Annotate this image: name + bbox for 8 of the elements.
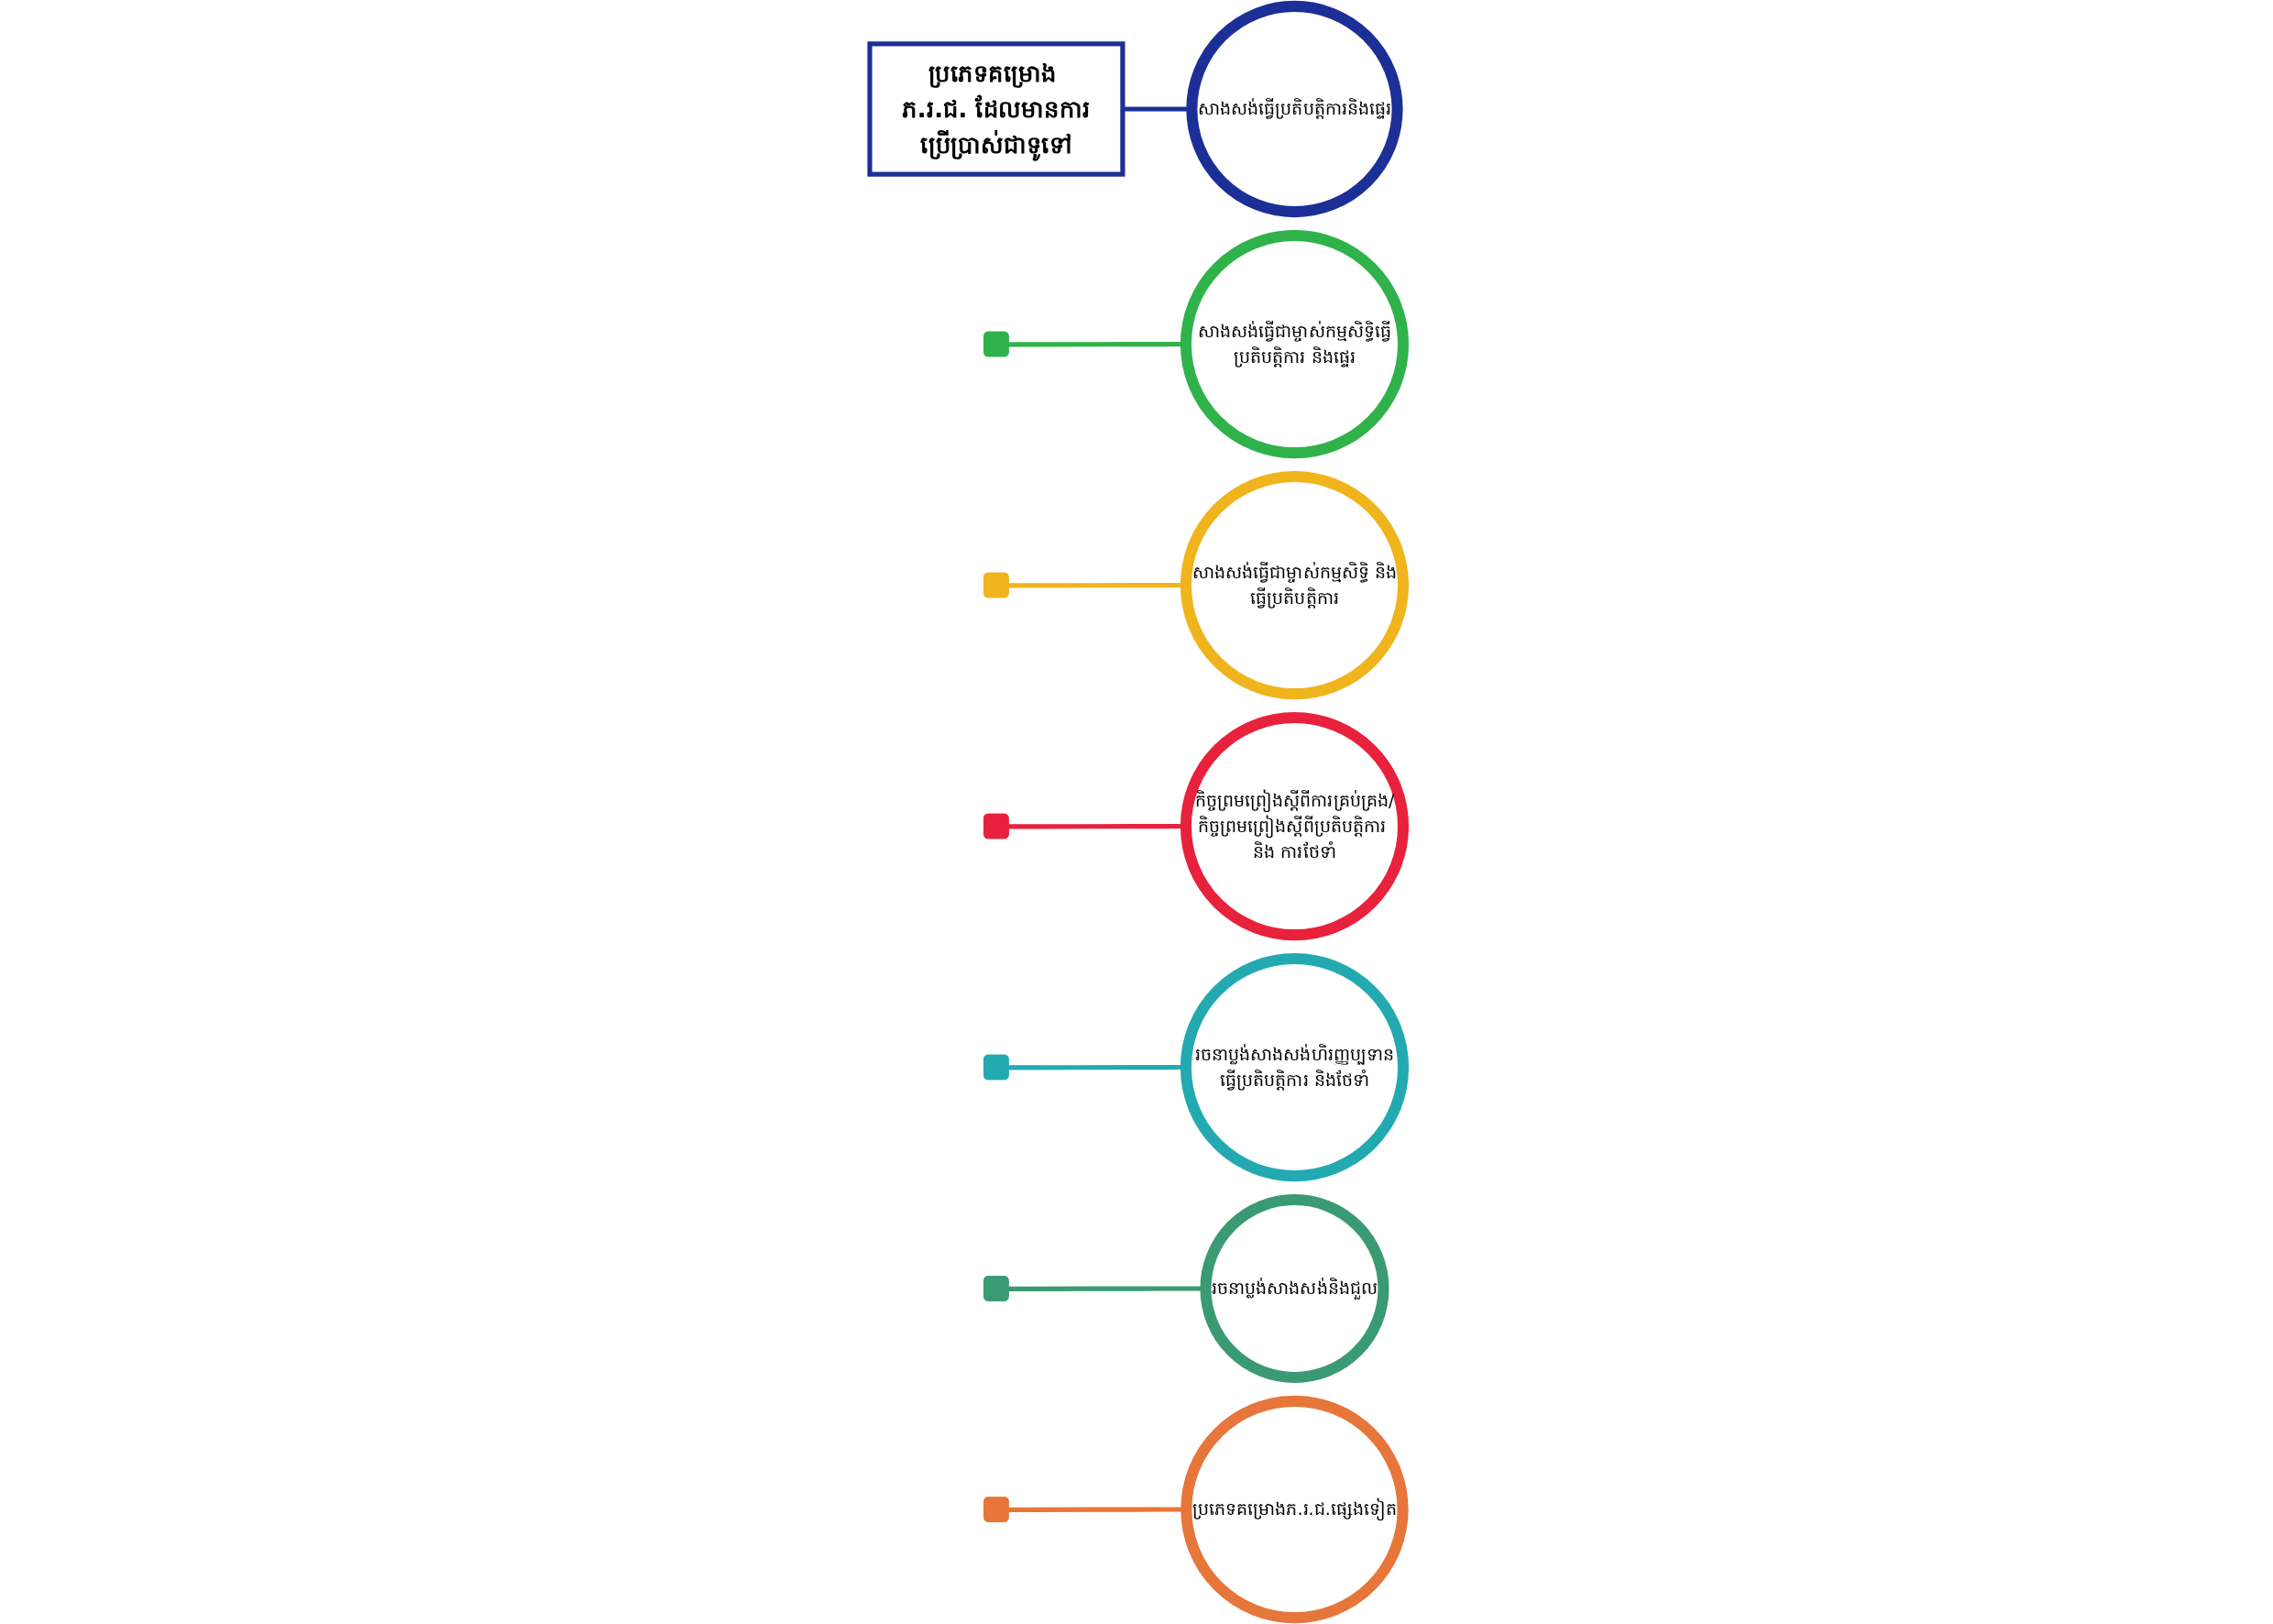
node-circle: កិច្ចព្រមព្រៀងស្តីពីការគ្រប់គ្រង/កិច្ចព្រមព្រៀងស្តីពីប្រតិបត្តិការ និង ការថែទាំ	[1180, 711, 1410, 941]
node-circle: សាងសង់ធ្វើប្រតិបត្តិការនិងផ្ទេរ	[1186, 0, 1403, 218]
node-circle: រចនាប្លង់សាងសង់និងជួល	[1200, 1193, 1389, 1383]
node-circle: សាងសង់ធ្វើជាម្ចាស់កម្មសិទ្ធិធ្វើប្រតិបត្តិការ និងផ្ទេរ	[1180, 229, 1410, 459]
node-box: ប្រភេទគម្រោង ភ.រ.ជ. ដែលមានការប្រើប្រាស់ជាទូទៅ	[867, 41, 1126, 177]
node-circle: សាងសង់ធ្វើជាម្ចាស់កម្មសិទ្ធិ និងធ្វើប្រតិបត្តិការ	[1180, 470, 1410, 700]
node-circle: រចនាប្លង់សាងសង់ហិរញ្ញប្បទានធ្វើប្រតិបត្តិការ និងថែទាំ	[1180, 952, 1410, 1182]
node-circle: ប្រភេទគម្រោងភ.រ.ជ.ផ្សេងទៀត	[1180, 1395, 1409, 1624]
